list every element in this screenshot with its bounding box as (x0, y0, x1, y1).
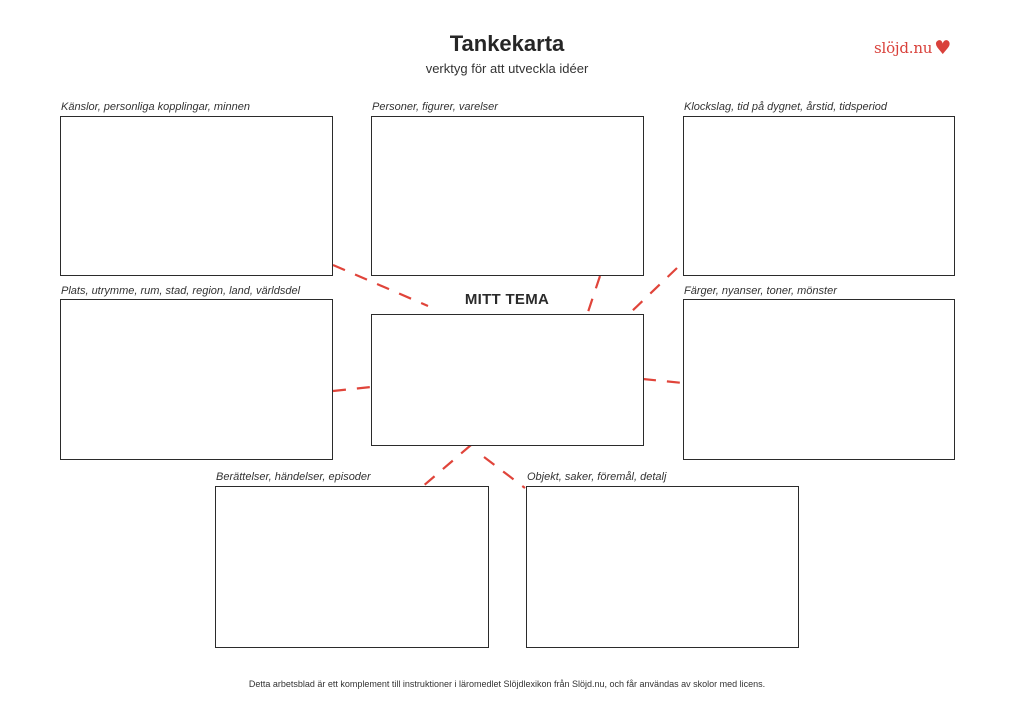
logo: slöjd.nu♥ (874, 36, 952, 59)
box-feelings[interactable] (60, 116, 333, 276)
box-label-stories: Berättelser, händelser, episoder (216, 471, 371, 483)
connector-line (332, 385, 372, 393)
box-label-colors: Färger, nyanser, toner, mönster (684, 285, 837, 297)
box-label-time: Klockslag, tid på dygnet, årstid, tidspe… (684, 101, 888, 113)
box-label-persons: Personer, figurer, varelser (372, 101, 498, 113)
connector-line (483, 456, 526, 489)
connector-line (629, 267, 678, 314)
page-title: Tankekarta (449, 31, 565, 56)
connector-line (332, 263, 429, 308)
box-objects[interactable] (526, 486, 799, 648)
connector-line (421, 444, 472, 488)
box-label-place: Plats, utrymme, rum, stad, region, land,… (61, 285, 301, 297)
box-label-objects: Objekt, saker, föremål, detalj (527, 471, 667, 483)
heart-icon: ♥ (934, 37, 952, 59)
box-time[interactable] (683, 116, 955, 276)
box-label-feelings: Känslor, personliga kopplingar, minnen (61, 101, 250, 113)
connector-line (642, 377, 684, 385)
box-center[interactable] (371, 314, 644, 446)
page-subtitle: verktyg för att utveckla idéer (425, 61, 589, 76)
connector-line (586, 275, 602, 313)
center-label: MITT TEMA (464, 291, 550, 308)
box-stories[interactable] (215, 486, 489, 648)
box-persons[interactable] (371, 116, 644, 276)
footer-note: Detta arbetsblad är ett komplement till … (248, 679, 766, 689)
box-place[interactable] (60, 299, 333, 460)
box-colors[interactable] (683, 299, 955, 460)
logo-text: slöjd.nu (874, 39, 933, 57)
